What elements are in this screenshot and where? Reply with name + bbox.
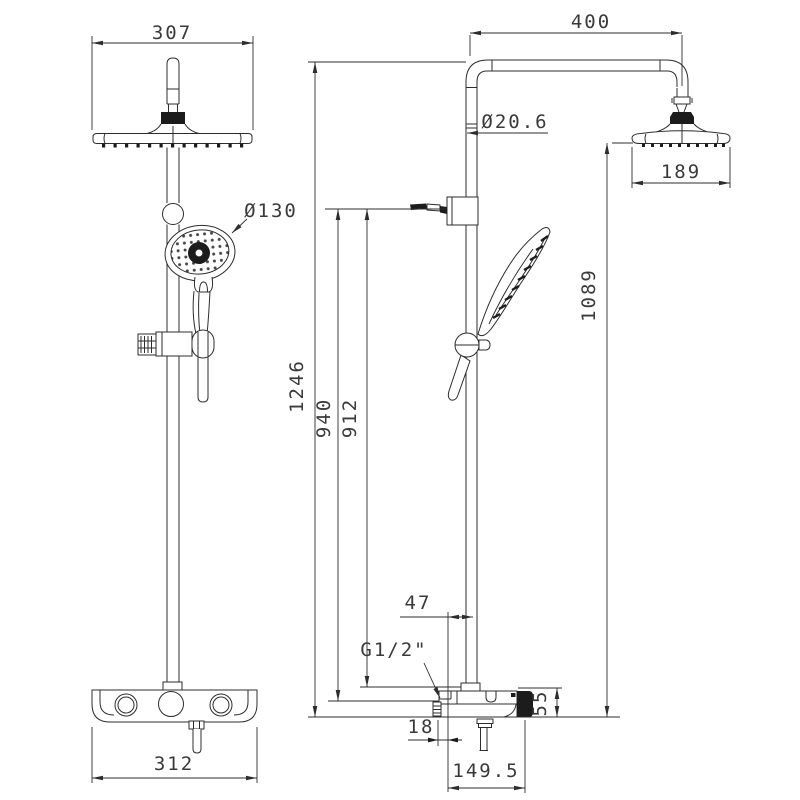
riser-and-arm-side xyxy=(465,59,689,683)
outlet-spout-front xyxy=(192,729,202,754)
slider-side xyxy=(410,196,479,226)
slider-lever-side xyxy=(410,203,427,210)
dim-slider-to-inlet: 940 xyxy=(313,398,335,438)
dim-front-valve-width: 312 xyxy=(154,753,194,775)
dim-front-head-width: 307 xyxy=(152,22,192,44)
dim-valve-depth: 149.5 xyxy=(452,760,519,782)
spray-face-edge-side xyxy=(492,235,549,320)
label-inlet-thread: G1/2" xyxy=(360,639,427,661)
hand-shower-side xyxy=(447,227,551,401)
side-view xyxy=(410,59,731,751)
mixer-valve-front xyxy=(91,681,258,754)
rain-head-side xyxy=(631,88,731,147)
leader-lines xyxy=(231,130,548,699)
rain-head-front xyxy=(92,123,253,148)
dim-valve-to-wall-gap: 18 xyxy=(408,716,435,738)
dim-valve-height: 55 xyxy=(529,690,551,717)
dim-arm-length: 400 xyxy=(571,11,611,33)
slide-bracket-front xyxy=(137,329,215,359)
dim-pipe-to-wall-offset: 47 xyxy=(405,592,432,614)
dim-head-to-valve-height: 1089 xyxy=(578,268,600,322)
left-knob-front xyxy=(114,693,138,717)
hand-shower-handle-tip-front xyxy=(197,356,209,403)
rail-knob-front xyxy=(162,203,184,225)
hand-shower-front xyxy=(164,224,236,403)
outlet-spout-side xyxy=(480,727,488,751)
mixer-valve-side xyxy=(432,682,533,751)
extension-lines xyxy=(91,35,731,793)
right-knob-front xyxy=(209,693,233,717)
valve-knob-side xyxy=(517,691,533,717)
riser-pipe-front xyxy=(161,57,185,682)
hand-shower-handle-side xyxy=(447,354,471,401)
head-collar-side xyxy=(670,112,694,124)
center-knob-front xyxy=(158,691,184,717)
dimension-lines xyxy=(92,30,730,791)
dim-pipe-diameter: Ø20.6 xyxy=(481,111,548,133)
rain-head-nozzles-front xyxy=(102,143,244,148)
rain-head-nozzles-side xyxy=(642,143,725,147)
outlet-nut-front xyxy=(188,720,205,730)
dim-slider-to-valve-top: 912 xyxy=(339,398,361,438)
front-view xyxy=(91,57,258,754)
dimension-annotations: 307 Ø130 312 400 Ø20.6 189 1246 940 912 … xyxy=(91,11,731,793)
dim-hand-shower-diameter: Ø130 xyxy=(244,200,298,222)
head-collar-front xyxy=(161,112,185,124)
dim-side-head-diameter: 189 xyxy=(661,161,701,183)
dim-overall-height: 1246 xyxy=(286,359,308,413)
